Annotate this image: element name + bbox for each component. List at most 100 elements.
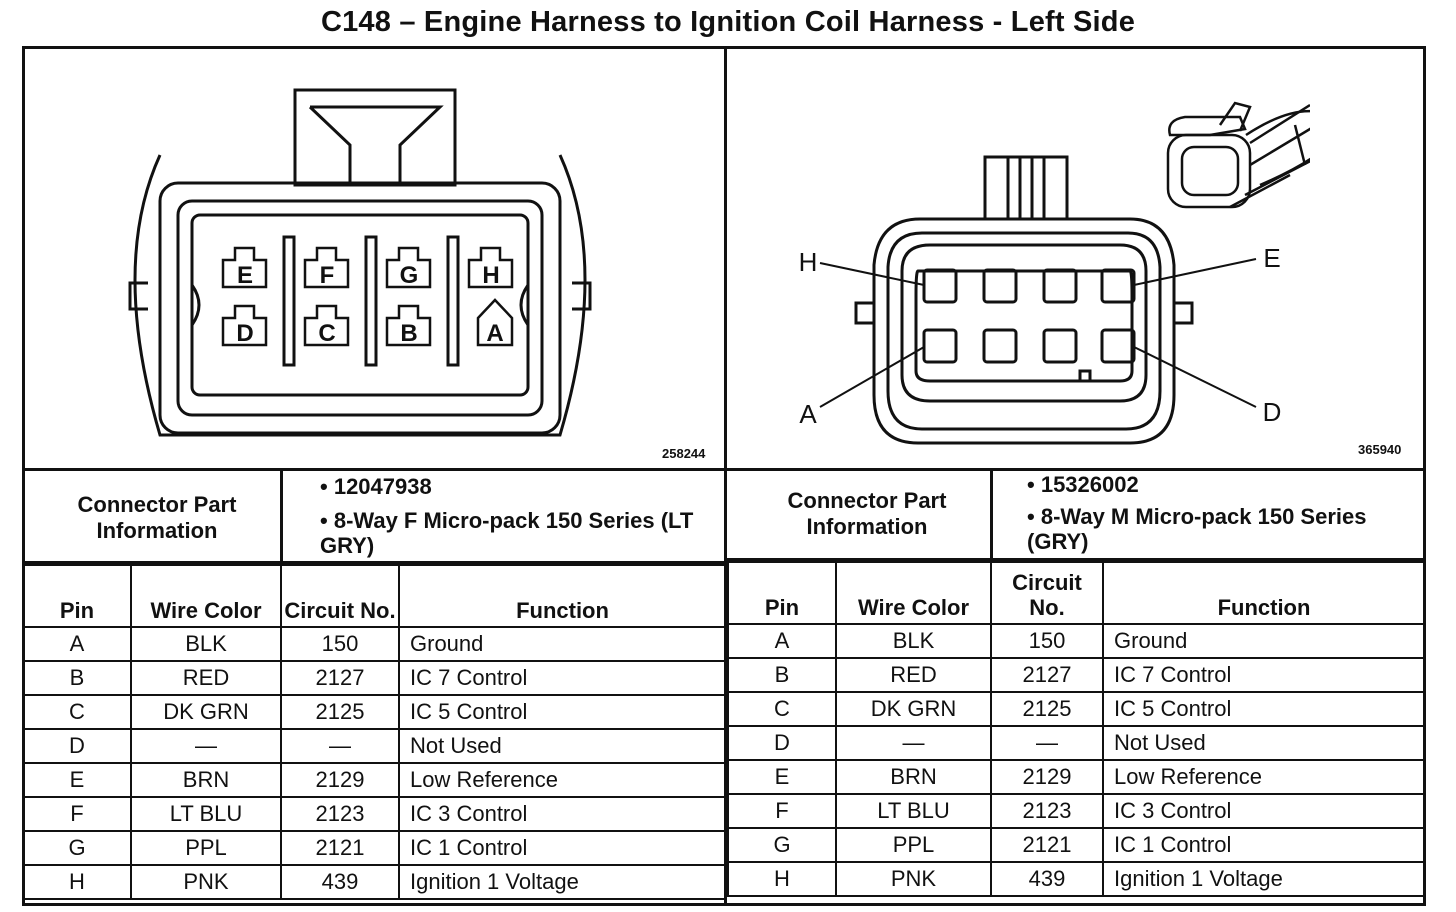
wire-color-cell: BLK bbox=[130, 626, 282, 662]
function-cell: Ground bbox=[398, 626, 727, 662]
pin-cell: H bbox=[727, 861, 837, 897]
function-cell: Low Reference bbox=[398, 762, 727, 798]
header-pin: Pin bbox=[727, 561, 837, 625]
right-connector-face-drawing: H E A D bbox=[799, 101, 1310, 445]
callout-h: H bbox=[799, 247, 818, 277]
left-figure-number: 258244 bbox=[662, 446, 706, 461]
wire-color-cell: — bbox=[130, 728, 282, 764]
function-cell: IC 5 Control bbox=[1102, 691, 1426, 727]
header-wire-color: Wire Color bbox=[835, 561, 992, 625]
circuit-cell: 439 bbox=[990, 861, 1104, 897]
wire-color-cell: DK GRN bbox=[130, 694, 282, 730]
pin-cell: H bbox=[22, 864, 132, 900]
function-cell: Not Used bbox=[1102, 725, 1426, 761]
right-figure-number: 365940 bbox=[1358, 442, 1402, 457]
circuit-cell: 2129 bbox=[990, 759, 1104, 795]
right-part-description: • 8-Way M Micro-pack 150 Series (GRY) bbox=[1027, 504, 1367, 554]
wire-color-cell: BLK bbox=[835, 623, 992, 659]
circuit-cell: 150 bbox=[280, 626, 400, 662]
function-cell: IC 1 Control bbox=[1102, 827, 1426, 863]
pin-cell: D bbox=[22, 728, 132, 764]
circuit-cell: 2129 bbox=[280, 762, 400, 798]
wire-color-cell: PPL bbox=[130, 830, 282, 866]
wire-color-cell: RED bbox=[130, 660, 282, 696]
circuit-cell: — bbox=[280, 728, 400, 764]
circuit-cell: 2125 bbox=[990, 691, 1104, 727]
function-cell: IC 3 Control bbox=[1102, 793, 1426, 829]
pin-label-c: C bbox=[318, 320, 335, 347]
function-cell: IC 1 Control bbox=[398, 830, 727, 866]
header-pin: Pin bbox=[22, 564, 132, 628]
function-cell: IC 3 Control bbox=[398, 796, 727, 832]
circuit-cell: 150 bbox=[990, 623, 1104, 659]
wire-color-cell: BRN bbox=[130, 762, 282, 798]
pin-cell: E bbox=[727, 759, 837, 795]
figure-divider bbox=[22, 468, 1426, 471]
function-cell: Ignition 1 Voltage bbox=[398, 864, 727, 900]
callout-a: A bbox=[799, 399, 817, 429]
circuit-cell: 2127 bbox=[990, 657, 1104, 693]
pin-label-h: H bbox=[482, 262, 499, 289]
header-function: Function bbox=[1102, 561, 1426, 625]
pin-cell: D bbox=[727, 725, 837, 761]
pin-label-g: G bbox=[400, 262, 419, 289]
pin-label-d: D bbox=[236, 320, 253, 347]
header-circuit-no: Circuit No. bbox=[990, 561, 1104, 625]
header-wire-color: Wire Color bbox=[130, 564, 282, 628]
header-circuit-no: Circuit No. bbox=[280, 564, 400, 628]
function-cell: Ignition 1 Voltage bbox=[1102, 861, 1426, 897]
pin-cell: B bbox=[727, 657, 837, 693]
pin-cell: E bbox=[22, 762, 132, 798]
left-part-description: • 8-Way F Micro-pack 150 Series (LT GRY) bbox=[320, 508, 694, 558]
callout-d: D bbox=[1263, 397, 1282, 427]
circuit-cell: 439 bbox=[280, 864, 400, 900]
wire-color-cell: BRN bbox=[835, 759, 992, 795]
left-connector-info: Connector Part Information • 12047938 • … bbox=[22, 468, 727, 564]
left-connector-info-label: Connector Part Information bbox=[77, 492, 237, 543]
circuit-cell: 2123 bbox=[990, 793, 1104, 829]
left-connector-face-drawing: E F G H D C B A bbox=[128, 88, 592, 437]
left-part-number: • 12047938 bbox=[320, 474, 432, 499]
wire-color-cell: DK GRN bbox=[835, 691, 992, 727]
pin-label-b: B bbox=[400, 320, 417, 347]
wire-color-cell: RED bbox=[835, 657, 992, 693]
table-row: D——Not Used bbox=[22, 728, 727, 764]
circuit-cell: — bbox=[990, 725, 1104, 761]
circuit-cell: 2121 bbox=[990, 827, 1104, 863]
pin-label-a: A bbox=[486, 320, 503, 347]
center-divider bbox=[724, 46, 727, 906]
circuit-cell: 2125 bbox=[280, 694, 400, 730]
header-function: Function bbox=[398, 564, 727, 628]
pin-cell: A bbox=[727, 623, 837, 659]
pin-cell: G bbox=[727, 827, 837, 863]
function-cell: IC 7 Control bbox=[398, 660, 727, 696]
pin-cell: F bbox=[22, 796, 132, 832]
pin-cell: B bbox=[22, 660, 132, 696]
wire-color-cell: PNK bbox=[835, 861, 992, 897]
wire-color-cell: LT BLU bbox=[130, 796, 282, 832]
pin-cell: G bbox=[22, 830, 132, 866]
wire-color-cell: LT BLU bbox=[835, 793, 992, 829]
wire-color-cell: PNK bbox=[130, 864, 282, 900]
circuit-cell: 2121 bbox=[280, 830, 400, 866]
pin-cell: C bbox=[22, 694, 132, 730]
function-cell: Not Used bbox=[398, 728, 727, 764]
function-cell: Ground bbox=[1102, 623, 1426, 659]
wire-color-cell: PPL bbox=[835, 827, 992, 863]
page-title: C148 – Engine Harness to Ignition Coil H… bbox=[320, 6, 1136, 38]
